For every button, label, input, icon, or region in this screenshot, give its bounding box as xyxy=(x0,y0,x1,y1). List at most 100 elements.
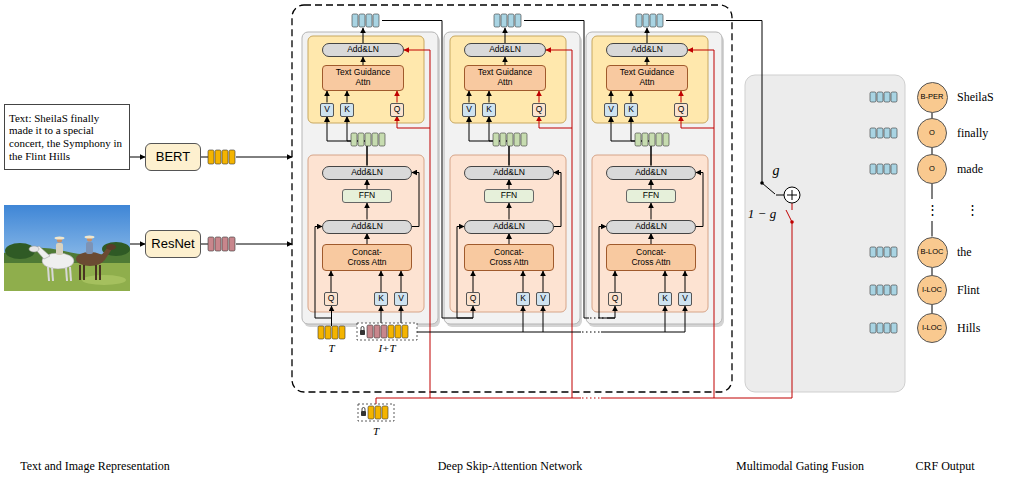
photo-horse xyxy=(106,244,116,250)
key-value-box: V xyxy=(462,103,476,117)
photo-horse-leg xyxy=(99,265,101,280)
cross-attention-box: Concat-Cross Attn xyxy=(464,244,554,271)
fusion-panel xyxy=(745,75,905,392)
node-text: FFN xyxy=(501,191,518,201)
key-value-box: K xyxy=(624,103,638,117)
output-token-bar xyxy=(494,14,500,27)
query-line xyxy=(601,222,792,398)
crf-chain-stub xyxy=(932,221,933,237)
switch-lever xyxy=(786,210,792,222)
query-box: Q xyxy=(324,292,338,306)
flow-arrow xyxy=(347,117,367,166)
fused-token-bar xyxy=(877,128,883,138)
text-token-bar xyxy=(382,406,388,419)
photo-horse-leg xyxy=(48,267,49,281)
node-text: Text Guidance Attn xyxy=(616,68,678,88)
add-norm-box: Add&LN xyxy=(606,166,696,180)
joint-input-line xyxy=(543,306,544,332)
text-token-bar xyxy=(222,150,228,164)
flow-arrow xyxy=(651,203,652,220)
key-value-box: V xyxy=(678,292,692,306)
output-token-bar xyxy=(352,14,358,27)
hidden-token-bar xyxy=(635,133,641,146)
section-caption: Multimodal Gating Fusion xyxy=(736,459,864,474)
flow-arrow xyxy=(367,180,368,190)
flow-arrow xyxy=(523,271,524,292)
joint-input-line xyxy=(417,332,581,333)
fused-token-bar xyxy=(891,323,897,333)
node-text: O xyxy=(929,129,935,138)
flow-arrow xyxy=(543,271,544,292)
word-label: the xyxy=(957,245,972,260)
query-residual-line xyxy=(546,50,572,128)
flow-arrow xyxy=(505,57,506,65)
query-residual-line xyxy=(688,50,714,128)
hidden-token-bar xyxy=(663,133,669,146)
text-token-bar xyxy=(402,325,408,338)
block-shadow xyxy=(588,35,724,327)
output-token-bar xyxy=(643,14,649,27)
hidden-token-bar xyxy=(514,133,520,146)
fused-token-bar xyxy=(870,164,876,174)
image-token-bar xyxy=(367,325,373,338)
fused-token-bar xyxy=(870,92,876,102)
feature-line xyxy=(201,244,208,245)
joint-input-line xyxy=(381,306,382,323)
text-token-bar xyxy=(325,326,331,339)
flow-arrow xyxy=(401,271,402,292)
flow-arrow xyxy=(611,117,651,166)
output-token-bar xyxy=(636,14,642,27)
masked-token-box xyxy=(357,323,417,340)
node-text: O xyxy=(929,165,935,174)
fused-token-bar xyxy=(870,323,876,333)
token-length-label: T xyxy=(328,342,334,354)
flow-arrow xyxy=(381,271,382,292)
fused-token-bar xyxy=(884,323,890,333)
photo-rider xyxy=(85,235,95,238)
add-norm-box: Add&LN xyxy=(464,166,554,180)
node-text: Add&LN xyxy=(493,222,525,232)
flow-arrow xyxy=(327,91,328,103)
node-text: Text: SheilaS finally made it to a speci… xyxy=(9,112,125,163)
text-token-bar xyxy=(388,325,394,338)
flow-arrow xyxy=(665,271,666,292)
hidden-token-bar xyxy=(372,133,378,146)
crf-tag-circle: B-PER xyxy=(917,82,948,113)
photo-rider xyxy=(56,243,63,255)
node-text: K xyxy=(520,294,526,304)
token-length-label: T xyxy=(373,425,379,437)
ffn-box: FFN xyxy=(626,189,676,203)
node-text: B-PER xyxy=(921,93,944,102)
image-token-bar xyxy=(208,237,214,251)
flow-arrow xyxy=(397,91,398,103)
feature-line xyxy=(201,157,208,158)
node-text: ResNet xyxy=(151,237,194,252)
node-text: K xyxy=(486,105,492,115)
network-region xyxy=(292,5,732,392)
crf-chain-stub xyxy=(932,184,933,199)
add-norm-box: Add&LN xyxy=(606,220,696,234)
fused-token-bar xyxy=(884,164,890,174)
add-norm-box: Add&LN xyxy=(464,220,554,234)
skip-line xyxy=(607,306,615,318)
fused-token-bar xyxy=(891,285,897,295)
node-text: V xyxy=(324,105,330,115)
layer-block xyxy=(302,32,438,324)
image-token-bar xyxy=(215,237,221,251)
photo-illustration xyxy=(4,205,130,291)
word-label: Flint xyxy=(957,283,980,298)
ellipsis-mark: ⋮ xyxy=(926,202,939,218)
lock-icon xyxy=(361,411,366,416)
masked-token-box xyxy=(358,404,394,421)
text-token-bar xyxy=(215,150,221,164)
text-token-bar xyxy=(368,406,374,419)
word-label: made xyxy=(957,162,983,177)
node-text: BERT xyxy=(156,150,190,165)
key-value-box: V xyxy=(320,103,334,117)
photo-horse xyxy=(76,252,104,266)
section-caption: Deep Skip-Attention Network xyxy=(438,459,583,474)
gate-line xyxy=(776,195,784,196)
word-label: SheilaS xyxy=(957,90,994,105)
hidden-token-bar xyxy=(521,133,527,146)
